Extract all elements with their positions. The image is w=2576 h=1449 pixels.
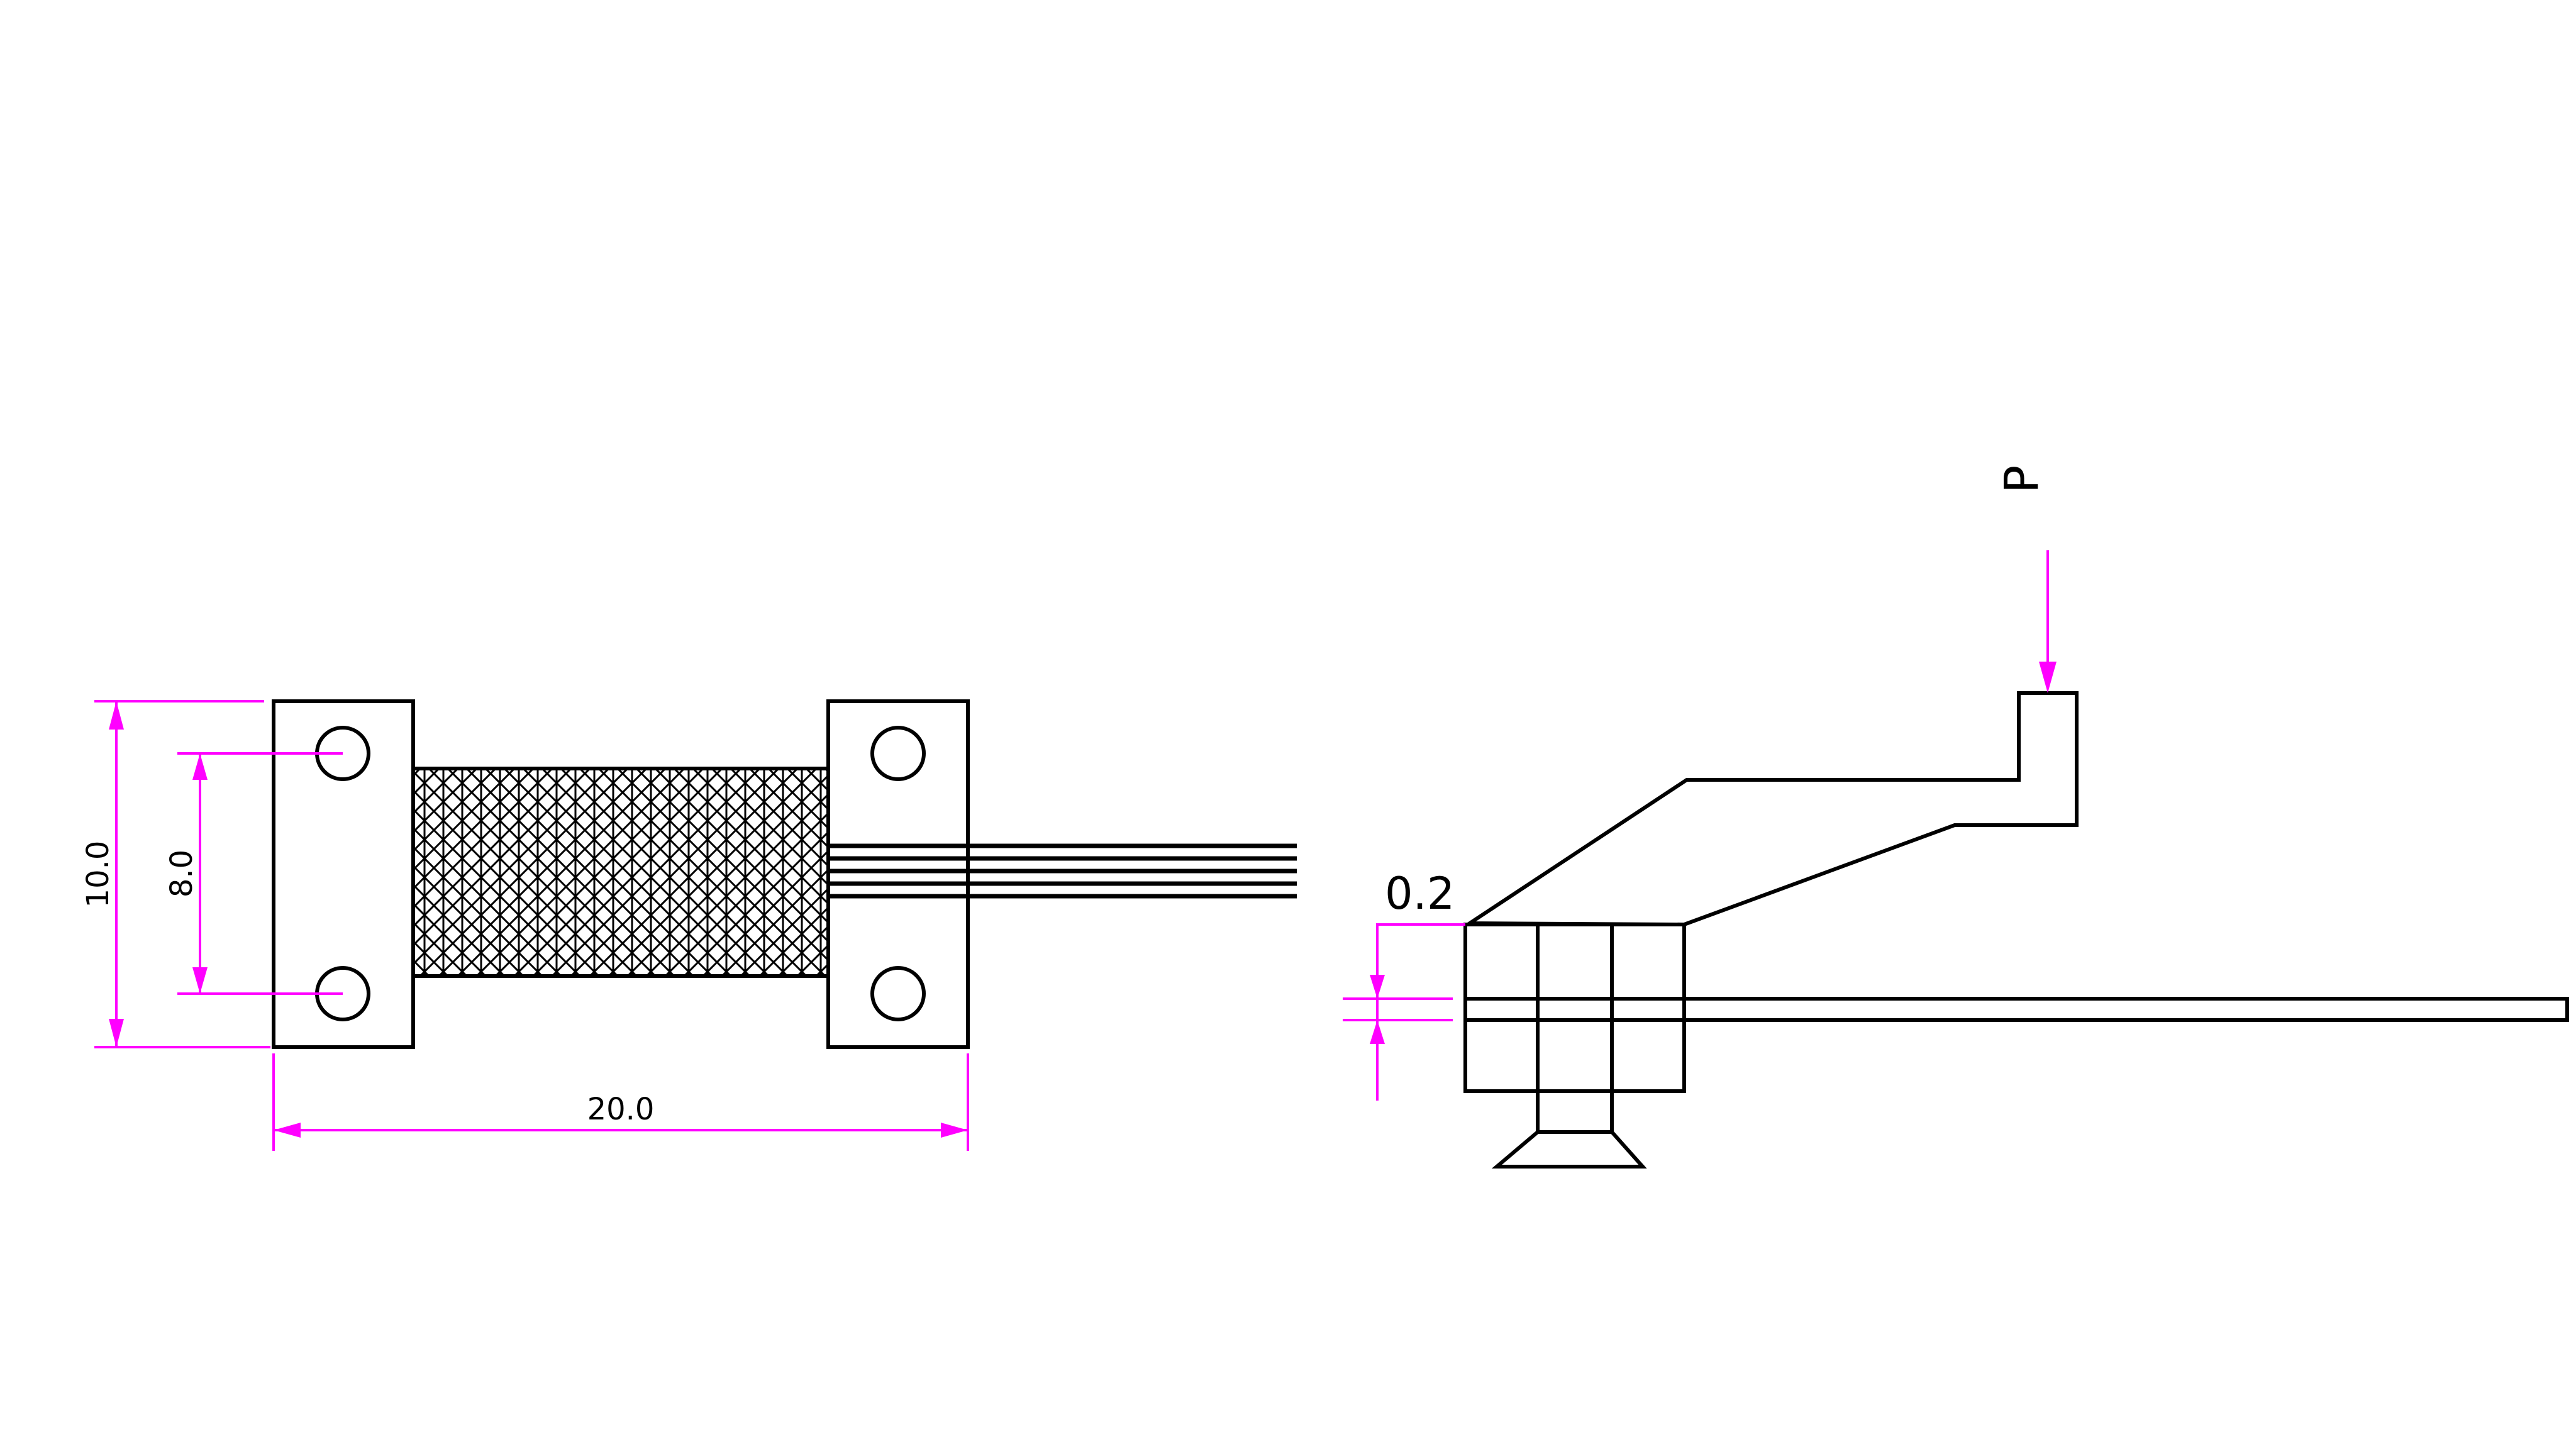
- mounting-hole-top-right: [870, 726, 926, 781]
- mounting-hole-bottom-right: [870, 966, 926, 1021]
- dimension-hole-spacing: 8.0: [164, 752, 343, 995]
- clamp-block: [1463, 923, 1686, 1093]
- base-screw: [1491, 1089, 1647, 1169]
- lever-arm: [1463, 691, 2079, 927]
- dim-hole-spacing-label: 8.0: [164, 850, 199, 897]
- right-mounting-tab: [826, 699, 970, 1049]
- side-view: P 0.2: [1343, 465, 2569, 1169]
- load-arrow: P: [1995, 465, 2057, 693]
- left-mounting-tab: [272, 699, 415, 1049]
- dim-length-label: 20.0: [587, 1092, 655, 1127]
- lead-wires: [828, 843, 1297, 899]
- dimension-length: 20.0: [272, 1053, 969, 1151]
- dim-gap-label: 0.2: [1385, 868, 1455, 919]
- top-view: 10.0 8.0 20.0: [80, 699, 1297, 1151]
- dimension-gap: 0.2: [1343, 868, 1465, 1101]
- sensor-mesh: [410, 767, 830, 978]
- load-label: P: [1995, 465, 2049, 494]
- dimension-height: 10.0: [80, 700, 270, 1048]
- dim-height-label: 10.0: [80, 841, 116, 908]
- beam: [1463, 997, 2569, 1022]
